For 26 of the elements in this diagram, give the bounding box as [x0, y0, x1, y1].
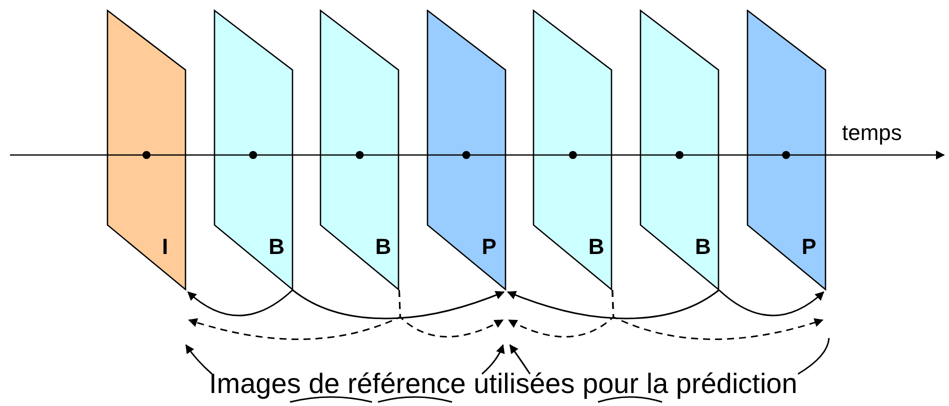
leader-line	[185, 344, 212, 375]
reference-arrow	[292, 289, 505, 320]
reference-arrow	[506, 289, 720, 320]
frame-type-letter: P	[482, 236, 496, 258]
leader-line	[509, 344, 531, 374]
reference-arrow	[187, 289, 294, 316]
frame-type-letter: B	[268, 236, 284, 258]
leader-line	[482, 344, 504, 375]
video-frame	[107, 10, 186, 290]
reference-arrow	[718, 289, 824, 316]
frame-type-letter: B	[588, 236, 604, 258]
video-frame	[214, 10, 293, 290]
frame-type-letter: B	[375, 236, 392, 258]
reference-arrow	[398, 290, 504, 338]
caption-text: Images de référence utilisées pour la prédiction	[209, 370, 798, 398]
leader-line	[798, 338, 830, 375]
frame-type-letter: B	[695, 236, 711, 258]
video-frame	[320, 10, 400, 290]
video-frame	[533, 10, 612, 290]
axis-label: temps	[842, 122, 902, 144]
video-frame	[426, 10, 506, 290]
video-frame	[746, 10, 826, 290]
frame-type-letter: I	[162, 236, 168, 258]
video-frame	[640, 10, 719, 290]
frame-type-letter: P	[802, 236, 816, 258]
reference-arrow	[612, 290, 824, 340]
